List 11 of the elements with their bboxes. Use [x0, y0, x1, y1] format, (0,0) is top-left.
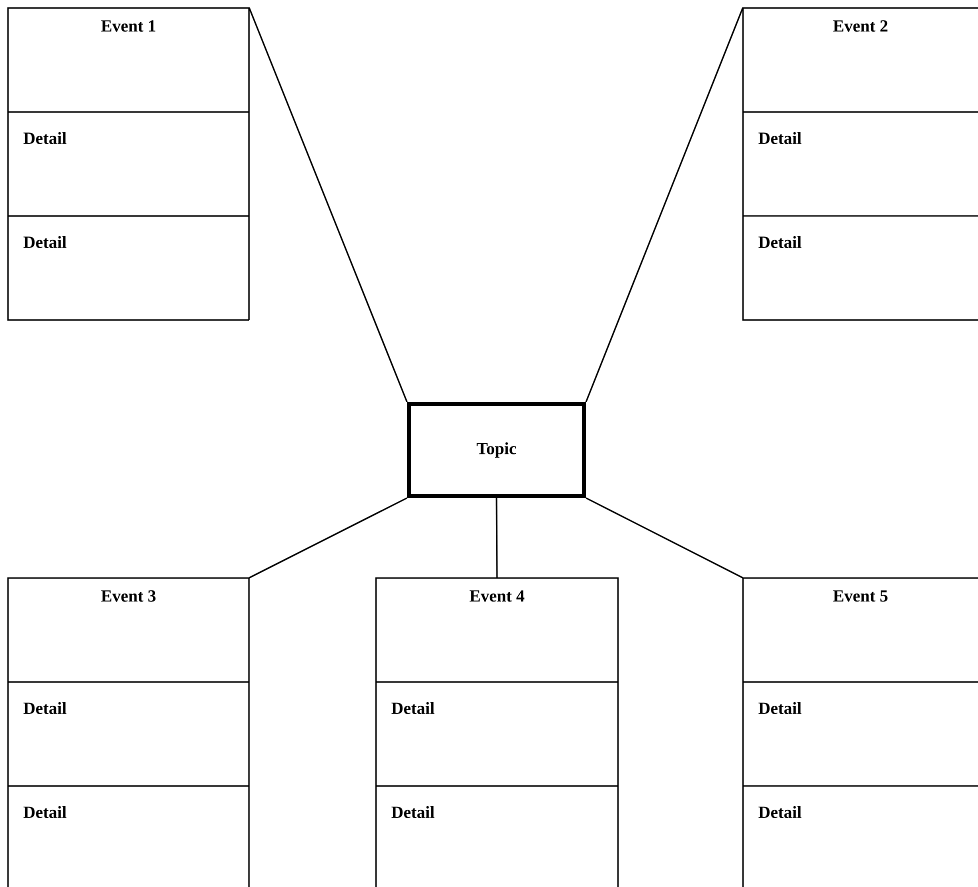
event-box: Event 4 Detail Detail — [375, 577, 619, 887]
connector-line — [585, 8, 744, 402]
connector-line — [248, 497, 408, 578]
connector-line — [496, 498, 498, 578]
connector-line — [248, 8, 408, 402]
event-box: Event 3 Detail Detail — [7, 577, 250, 887]
event-box: Event 5 Detail Detail — [742, 577, 978, 887]
topic-box: Topic — [407, 402, 586, 498]
event-box: Event 2 Detail Detail — [742, 7, 978, 321]
event-box: Event 1 Detail Detail — [7, 7, 250, 321]
connector-line — [586, 497, 744, 578]
